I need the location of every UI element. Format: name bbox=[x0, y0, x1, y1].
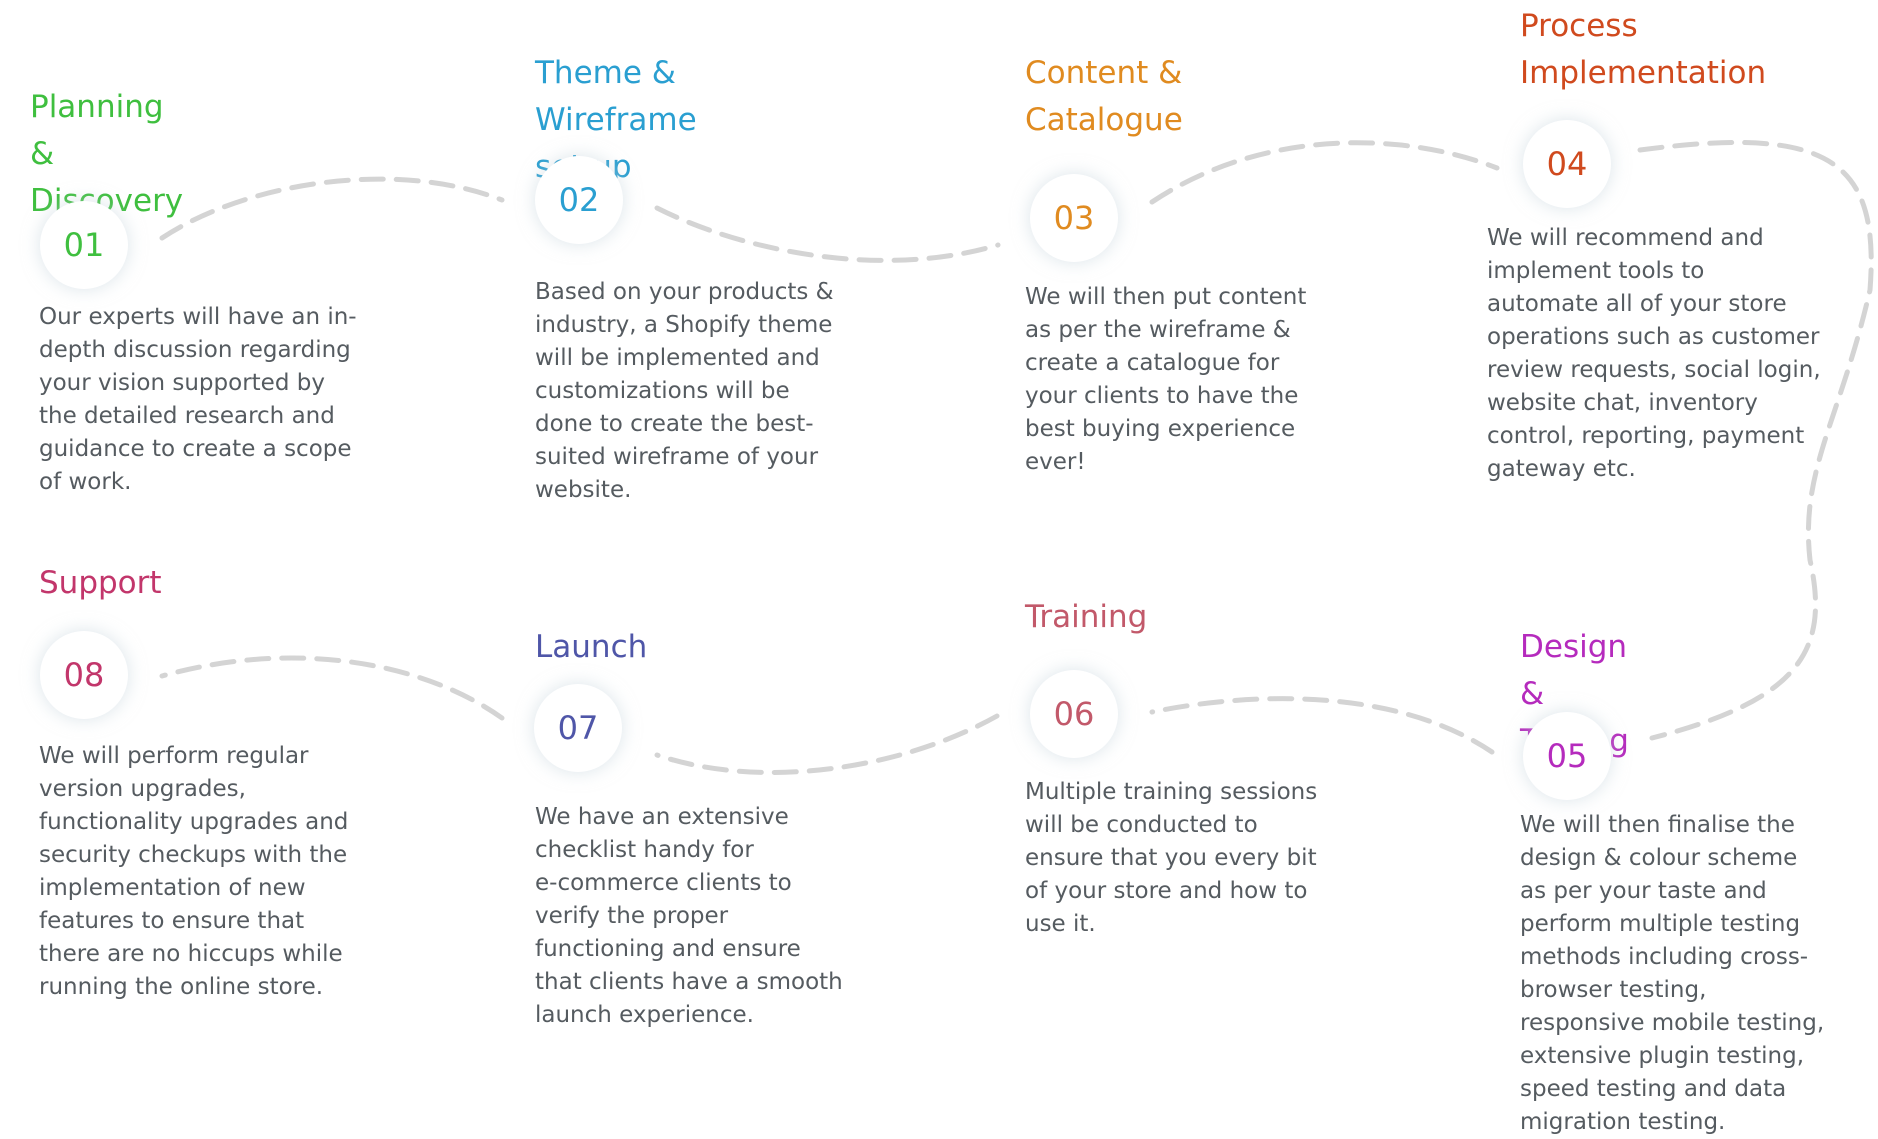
step-title: Training bbox=[1025, 599, 1148, 635]
step-number-badge: 08 bbox=[40, 631, 128, 719]
connector-05-06 bbox=[1149, 696, 1495, 755]
step-description: Based on your products & industry, a Sho… bbox=[535, 279, 834, 503]
step-description: We will then finalise the design & colou… bbox=[1520, 812, 1825, 1135]
step-number-badge: 04 bbox=[1523, 120, 1611, 208]
connector-03-04 bbox=[1149, 140, 1500, 205]
step-description: Our experts will have an in- depth discu… bbox=[39, 304, 357, 495]
connector-06-07 bbox=[654, 713, 1000, 775]
connector-02-03 bbox=[654, 205, 1001, 263]
step-description: We will recommend and implement tools to… bbox=[1487, 225, 1821, 482]
step-title: Planning & Discovery bbox=[30, 89, 184, 219]
step-title: Content & Catalogue bbox=[1025, 55, 1183, 138]
step-title: Theme & Wireframe set up bbox=[535, 55, 697, 185]
step-title: Support bbox=[39, 565, 162, 601]
step-number-badge: 05 bbox=[1523, 712, 1611, 800]
step-number-badge: 03 bbox=[1030, 174, 1118, 262]
connector-07-08 bbox=[159, 655, 505, 721]
step-number-badge: 06 bbox=[1030, 670, 1118, 758]
connector-04-05 bbox=[1637, 139, 1874, 741]
step-number-badge: 02 bbox=[535, 156, 623, 244]
step-description: Multiple training sessions will be condu… bbox=[1025, 779, 1318, 937]
step-description: We will then put content as per the wire… bbox=[1025, 284, 1307, 475]
step-description: We will perform regular version upgrades… bbox=[39, 743, 349, 1000]
step-number-badge: 01 bbox=[40, 201, 128, 289]
step-description: We have an extensive checklist handy for… bbox=[535, 804, 843, 1028]
connector-01-02 bbox=[159, 176, 505, 241]
step-number-badge: 07 bbox=[534, 684, 622, 772]
step-title: Launch bbox=[535, 629, 648, 665]
step-title: Process Implementation bbox=[1520, 8, 1767, 91]
